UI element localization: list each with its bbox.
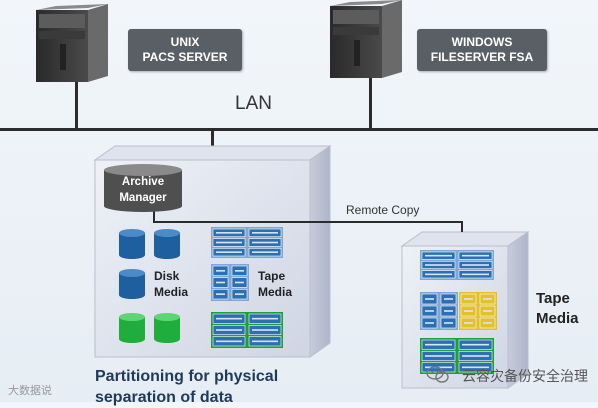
archive-drop-line — [211, 130, 214, 160]
wechat-icon — [426, 366, 449, 383]
archive-tape-group-3 — [211, 312, 283, 348]
wechat-account: 云容灾备份安全治理 — [462, 366, 588, 386]
watermark-text: 大数据说 — [8, 385, 52, 397]
windows-server-icon — [330, 0, 402, 78]
remote-tape-group-2a — [420, 292, 458, 330]
disk-drive-blue-row2 — [119, 269, 145, 299]
archive-manager-label: Archive Manager — [119, 176, 167, 204]
remote-tape-media-label: Tape Media — [536, 290, 579, 327]
unix-server-icon — [36, 4, 108, 82]
disk-media-label: Disk Media — [154, 269, 189, 299]
archive-manager-cylinder — [104, 164, 182, 212]
windows-server-label: WINDOWS FILESERVER FSA — [417, 29, 547, 71]
archive-tape-group-1 — [211, 227, 283, 258]
disk-drives-green-row3 — [119, 313, 180, 343]
archive-tape-media-label: Tape Media — [258, 269, 293, 299]
remote-copy-line — [153, 210, 463, 232]
unix-server-drop-line — [75, 82, 78, 130]
wechat-account-name: 云容灾备份安全治理 — [462, 368, 588, 384]
lan-label: LAN — [235, 93, 272, 114]
remote-tape-group-2b — [459, 292, 497, 330]
archive-tape-group-2 — [211, 264, 249, 301]
unix-server-label: UNIX PACS SERVER — [128, 29, 242, 71]
disk-drives-blue-row1 — [119, 229, 180, 259]
lan-bus-line — [0, 128, 598, 131]
remote-copy-label: Remote Copy — [346, 203, 420, 217]
windows-server-drop-line — [369, 76, 372, 130]
remote-tape-group-1 — [420, 250, 494, 280]
